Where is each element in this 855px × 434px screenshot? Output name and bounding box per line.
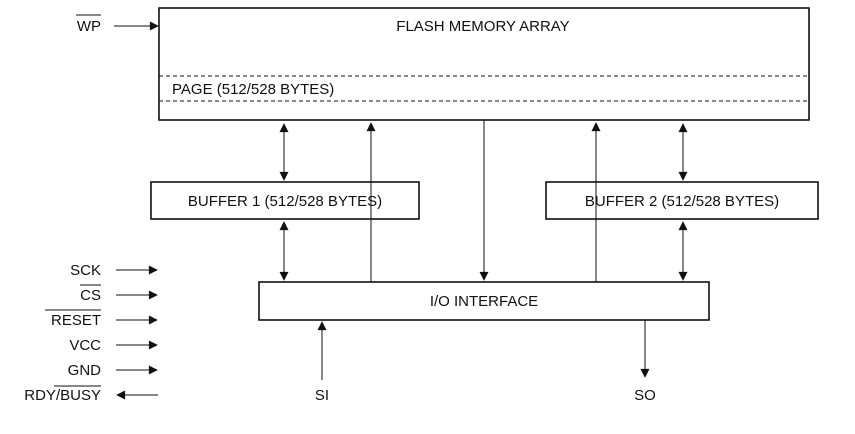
pin-sck-label: SCK — [70, 262, 101, 279]
pin-busy-text: BUSY — [60, 387, 101, 404]
buffer-1-label: BUFFER 1 (512/528 BYTES) — [188, 193, 382, 210]
pin-vcc-label: VCC — [69, 337, 101, 354]
buffer-2-label: BUFFER 2 (512/528 BYTES) — [585, 193, 779, 210]
buffer-1-box — [150, 181, 420, 220]
io-interface-label: I/O INTERFACE — [430, 293, 538, 310]
pin-rdy-text: RDY/ — [24, 387, 61, 404]
pin-rdy-busy-label: RDY/BUSY — [24, 387, 101, 404]
io-interface-box — [258, 281, 710, 321]
pin-wp-label: WP — [77, 18, 101, 35]
io-interface: I/O INTERFACE — [258, 281, 710, 321]
buffer-1: BUFFER 1 (512/528 BYTES) — [150, 181, 420, 220]
pin-reset-label: RESET — [51, 312, 101, 329]
pin-gnd-label: GND — [68, 362, 102, 379]
flash-memory-array-title: FLASH MEMORY ARRAY — [396, 18, 569, 35]
pin-si-label: SI — [315, 387, 329, 404]
pin-cs-label: CS — [80, 287, 101, 304]
flash-memory-array: FLASH MEMORY ARRAY PAGE (512/528 BYTES) — [158, 7, 810, 121]
buffer-2: BUFFER 2 (512/528 BYTES) — [545, 181, 819, 220]
pin-so-label: SO — [634, 387, 656, 404]
buffer-2-box — [545, 181, 819, 220]
page-label: PAGE (512/528 BYTES) — [172, 81, 334, 98]
